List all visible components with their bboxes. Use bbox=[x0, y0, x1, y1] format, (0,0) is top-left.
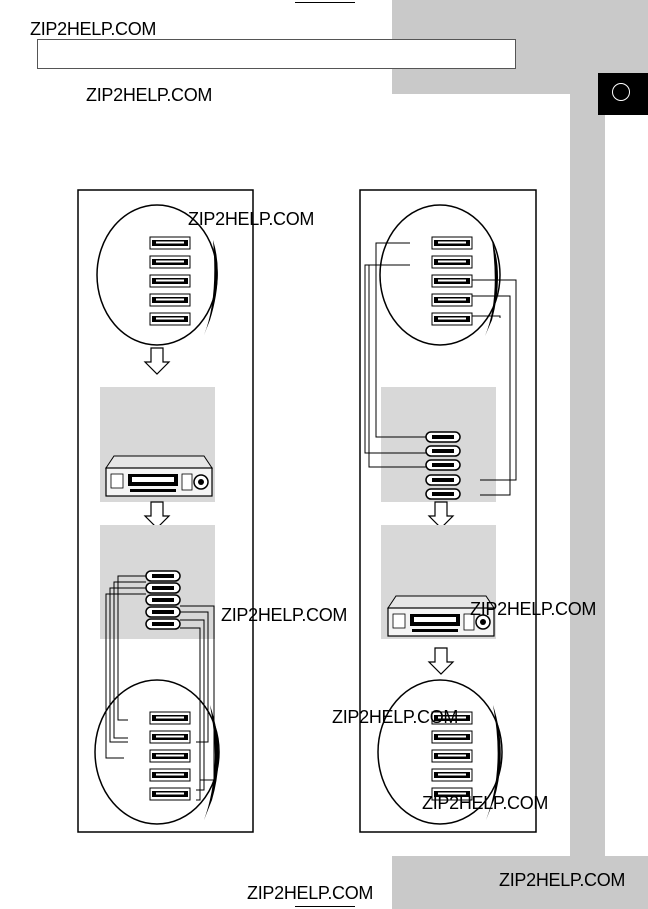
watermark-text: ZIP2HELP.COM bbox=[470, 599, 597, 619]
section-title-box bbox=[37, 39, 516, 69]
top-page-rule bbox=[295, 2, 355, 3]
watermark-text: ZIP2HELP.COM bbox=[332, 707, 459, 727]
left-diagram-frame bbox=[77, 189, 254, 833]
right-diagram-frame bbox=[359, 189, 537, 833]
watermark-text: ZIP2HELP.COM bbox=[422, 793, 549, 813]
watermark-text: ZIP2HELP.COM bbox=[188, 209, 315, 229]
circle-icon bbox=[612, 83, 630, 101]
bottom-page-rule bbox=[295, 906, 355, 907]
bottom-right-gray-band bbox=[392, 856, 648, 909]
watermark-text: ZIP2HELP.COM bbox=[221, 605, 348, 625]
language-tab bbox=[598, 73, 648, 115]
watermark-text: ZIP2HELP.COM bbox=[247, 883, 374, 903]
watermark-text: ZIP2HELP.COM bbox=[86, 85, 213, 105]
watermark-text: ZIP2HELP.COM bbox=[30, 19, 157, 39]
right-gray-sidebar bbox=[570, 94, 605, 909]
watermark-text: ZIP2HELP.COM bbox=[499, 870, 626, 890]
